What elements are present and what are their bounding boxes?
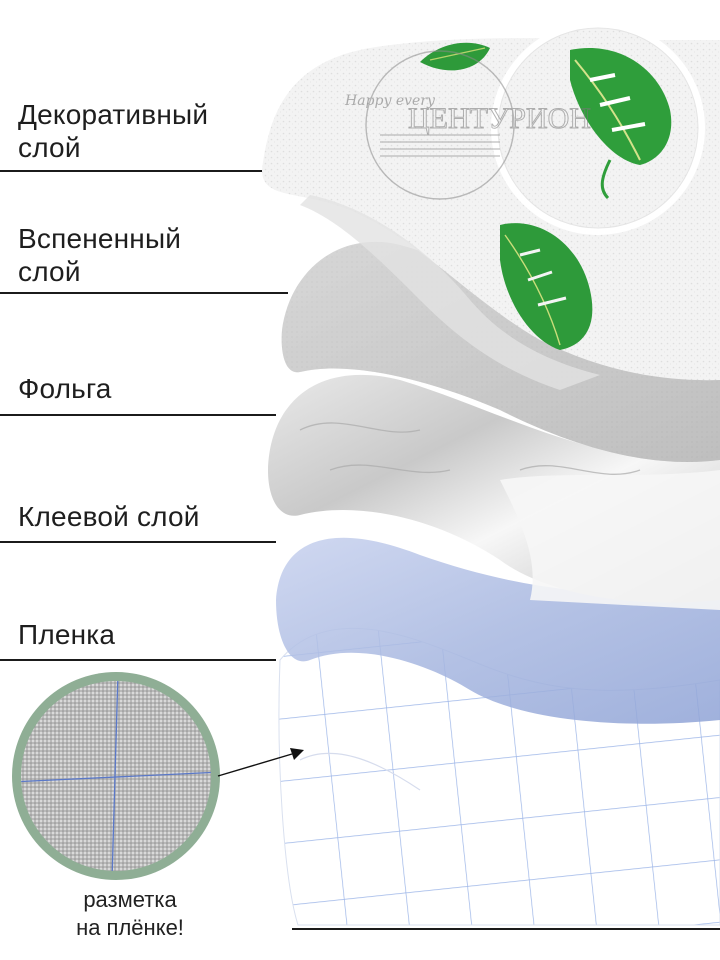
label-line: Пленка — [18, 619, 116, 650]
label-line: слой — [18, 132, 81, 163]
adhesive-layer — [276, 537, 720, 724]
watermark-tagline: Happy every — [344, 93, 436, 109]
label-decorative-layer: Декоративный слой — [18, 98, 208, 164]
divider-adhesive — [0, 541, 276, 543]
label-foamed-layer: Вспененный слой — [18, 222, 181, 288]
monstera-leaf-bottom — [500, 223, 593, 350]
divider-bottom — [292, 928, 720, 930]
divider-film — [0, 659, 276, 661]
film-marking-lens — [12, 672, 220, 880]
decorative-layer: Happy every ЦЕНТУРИОН — [262, 21, 720, 390]
monstera-leaf-top — [420, 42, 490, 71]
divider-foil — [0, 414, 276, 416]
film-marking-note: разметка на плёнке! — [20, 886, 240, 942]
foil-layer — [268, 374, 720, 610]
divider-foamed — [0, 292, 288, 294]
label-foil: Фольга — [18, 372, 112, 405]
note-line: на плёнке! — [76, 915, 184, 940]
watermark-brand: ЦЕНТУРИОН — [408, 102, 591, 135]
label-line: Клеевой слой — [18, 501, 200, 532]
callout-arrow — [217, 748, 304, 777]
label-line: Фольга — [18, 373, 112, 404]
label-adhesive-layer: Клеевой слой — [18, 500, 200, 533]
label-film: Пленка — [18, 618, 115, 651]
texture-zoom-lens — [491, 21, 705, 235]
label-line: Вспененный — [18, 223, 182, 254]
note-line: разметка — [83, 887, 177, 912]
label-line: Декоративный — [18, 99, 209, 130]
brand-watermark: Happy every ЦЕНТУРИОН — [344, 50, 591, 200]
label-line: слой — [18, 256, 81, 287]
divider-decorative — [0, 170, 262, 172]
